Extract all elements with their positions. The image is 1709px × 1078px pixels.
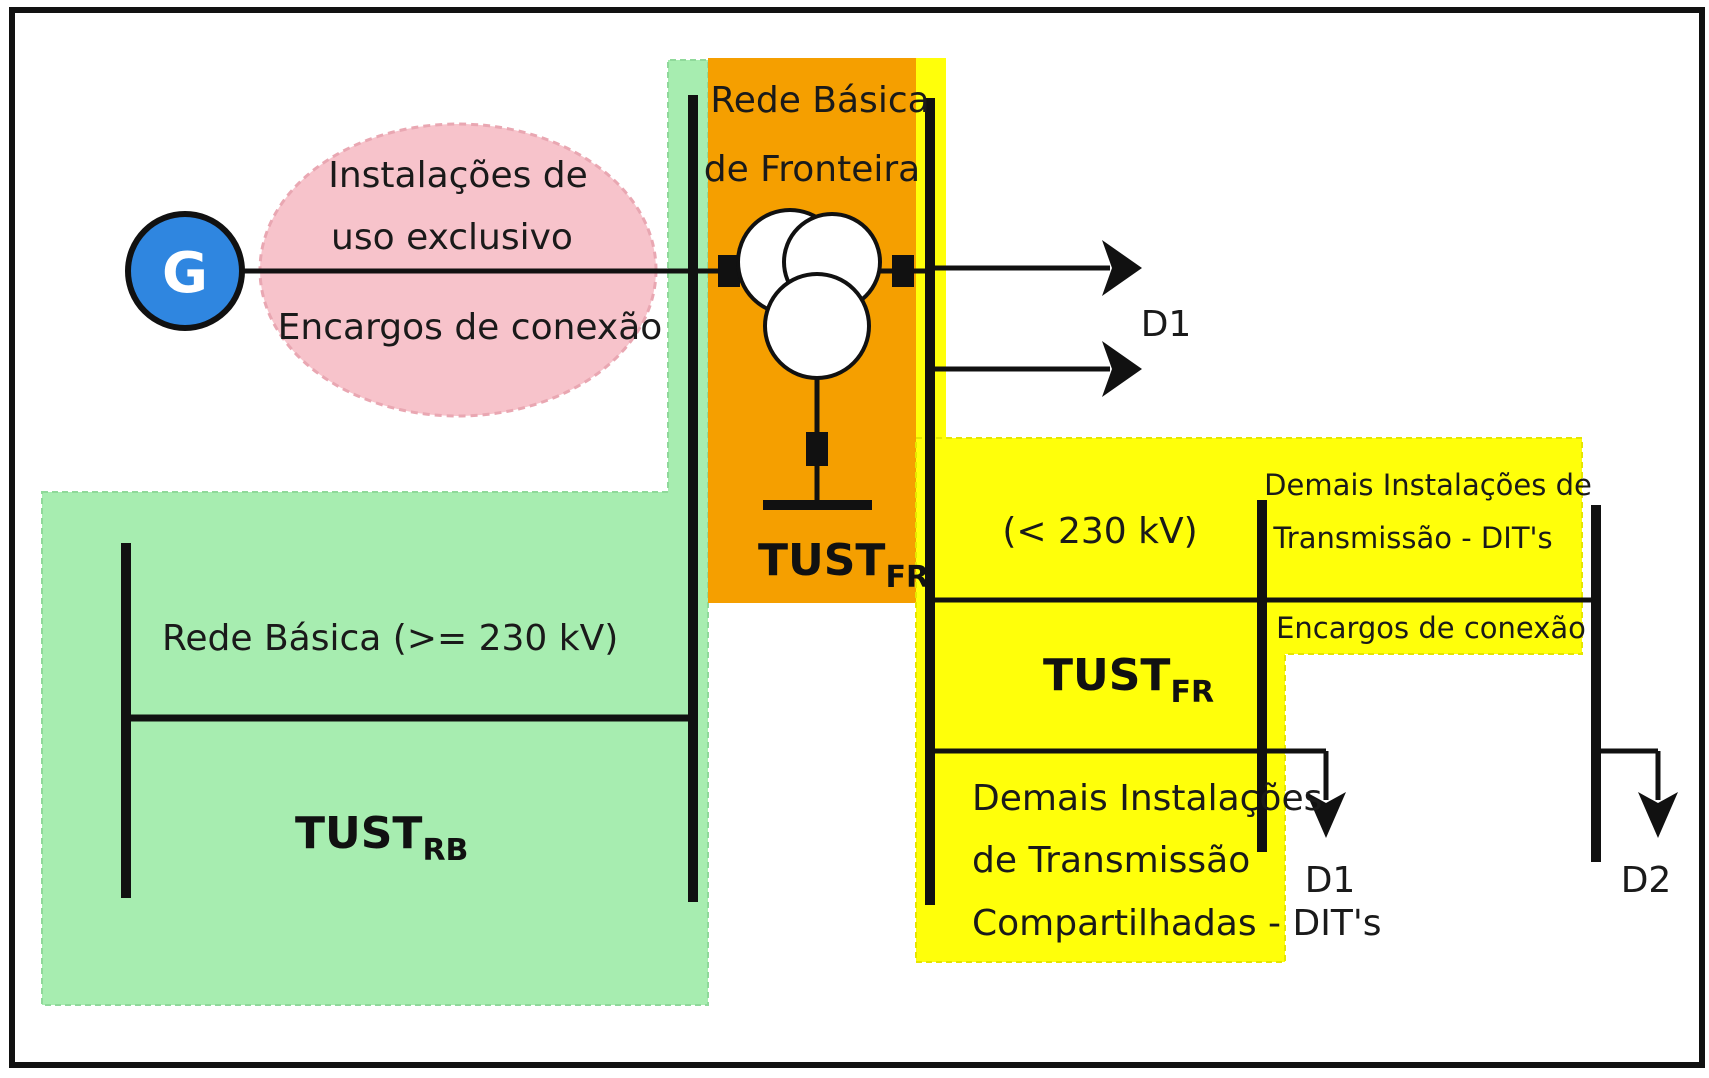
d1-lower-label: D1 [1305, 860, 1356, 901]
basic-network-label: Rede Básica (>= 230 kV) [162, 618, 618, 659]
exclusive-line-1: Instalações de [328, 155, 588, 196]
shared-dit-tust-main: TUST [1043, 650, 1170, 701]
d2-arrow-icon [1638, 792, 1678, 838]
shared-dit-line-3: Compartilhadas - DIT's [972, 903, 1381, 944]
frontier-tust-main: TUST [758, 535, 885, 586]
shared-dit-tust: TUSTFR [1043, 650, 1214, 710]
other-dit-line-1: Demais Instalações de [1264, 468, 1592, 502]
generator-label: G [162, 241, 208, 306]
exclusive-line-3: Encargos de conexão [278, 307, 663, 348]
d2-label: D2 [1621, 860, 1672, 901]
breaker-right-icon [892, 255, 914, 287]
exclusive-line-2: uso exclusivo [331, 217, 573, 258]
d1-lower-arrow-icon [1306, 792, 1346, 838]
d1-upper-label: D1 [1141, 304, 1192, 345]
shared-dit-line-2: de Transmissão [972, 840, 1250, 881]
other-dit-line-2: Transmissão - DIT's [1272, 521, 1552, 555]
shared-dit-region [915, 437, 1583, 963]
transformer-winding-3 [763, 272, 871, 380]
shared-dit-tust-sub: FR [1170, 675, 1214, 710]
d1-arrow-2-icon [1102, 341, 1142, 397]
frontier-tust: TUSTFR [758, 535, 929, 595]
breaker-left-icon [718, 255, 740, 287]
frontier-tust-sub: FR [885, 560, 929, 595]
frontier-line-1: Rede Básica [710, 80, 929, 121]
basic-network-tust-sub: RB [422, 833, 468, 868]
basic-network-tust-main: TUST [295, 808, 422, 859]
basic-network-region [41, 59, 709, 1006]
breaker-down-icon [806, 432, 828, 466]
frontier-line-2: de Fronteira [704, 149, 921, 190]
other-dit-line-3: Encargos de conexão [1276, 611, 1586, 645]
shared-dit-voltage: (< 230 kV) [1002, 511, 1197, 552]
d1-arrow-1-icon [1102, 240, 1142, 296]
shared-dit-line-1: Demais Instalações [972, 778, 1322, 819]
basic-network-tust: TUSTRB [295, 808, 468, 868]
